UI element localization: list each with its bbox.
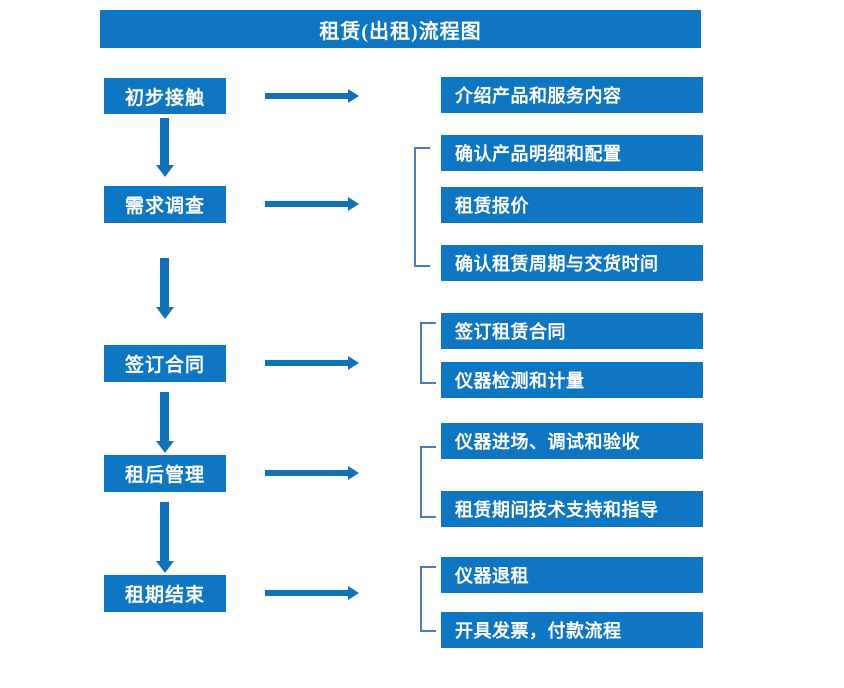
bracket-group-3 (420, 322, 436, 384)
detail-box-instrument-inspection[interactable]: 仪器检测和计量 (441, 362, 703, 398)
stage-box-rental-end[interactable]: 租期结束 (104, 575, 226, 612)
bracket-group-2 (414, 147, 430, 267)
chart-title: 租赁(出租)流程图 (100, 10, 701, 48)
horizontal-arrow-stage-5 (265, 590, 349, 596)
vertical-arrow-stage-3-to-4 (160, 392, 169, 442)
horizontal-arrow-stage-4 (265, 470, 349, 476)
detail-box-rental-quotation[interactable]: 租赁报价 (441, 187, 703, 223)
stage-box-post-rental-management[interactable]: 租后管理 (104, 455, 226, 492)
detail-box-technical-support[interactable]: 租赁期间技术支持和指导 (441, 491, 703, 527)
detail-box-intro-products[interactable]: 介绍产品和服务内容 (441, 77, 703, 113)
bracket-group-5 (420, 566, 436, 632)
detail-box-confirm-product-details[interactable]: 确认产品明细和配置 (441, 135, 703, 171)
stage-box-demand-survey[interactable]: 需求调查 (104, 186, 226, 223)
vertical-arrow-stage-2-to-3 (160, 258, 169, 308)
detail-box-instrument-return[interactable]: 仪器退租 (441, 557, 703, 593)
stage-box-initial-contact[interactable]: 初步接触 (104, 78, 226, 114)
detail-box-sign-rental-contract[interactable]: 签订租赁合同 (441, 313, 703, 349)
horizontal-arrow-stage-3 (265, 360, 349, 366)
detail-box-confirm-rental-period[interactable]: 确认租赁周期与交货时间 (441, 245, 703, 281)
detail-box-instrument-onsite-commissioning[interactable]: 仪器进场、调试和验收 (441, 423, 703, 459)
horizontal-arrow-stage-2 (265, 201, 349, 207)
detail-box-invoice-payment[interactable]: 开具发票，付款流程 (441, 612, 703, 648)
bracket-group-4 (420, 446, 436, 518)
vertical-arrow-stage-4-to-5 (160, 502, 169, 562)
vertical-arrow-stage-1-to-2 (160, 118, 169, 166)
horizontal-arrow-stage-1 (265, 93, 349, 99)
stage-box-sign-contract[interactable]: 签订合同 (104, 345, 226, 382)
